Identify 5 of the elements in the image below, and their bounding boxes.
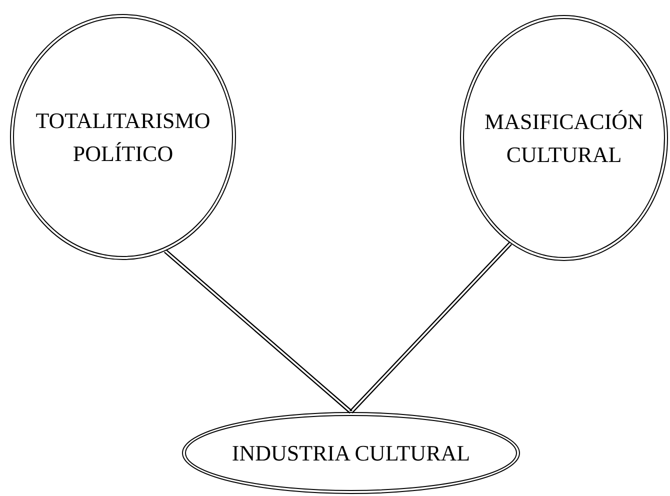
node-label: MASIFICACIÓN CULTURAL (484, 108, 644, 169)
double-line-connector (349, 242, 512, 414)
node-label: INDUSTRIA CULTURAL (230, 440, 472, 468)
double-line-connector (164, 249, 353, 414)
node-label: TOTALITARISMO POLÍTICO (34, 107, 212, 168)
